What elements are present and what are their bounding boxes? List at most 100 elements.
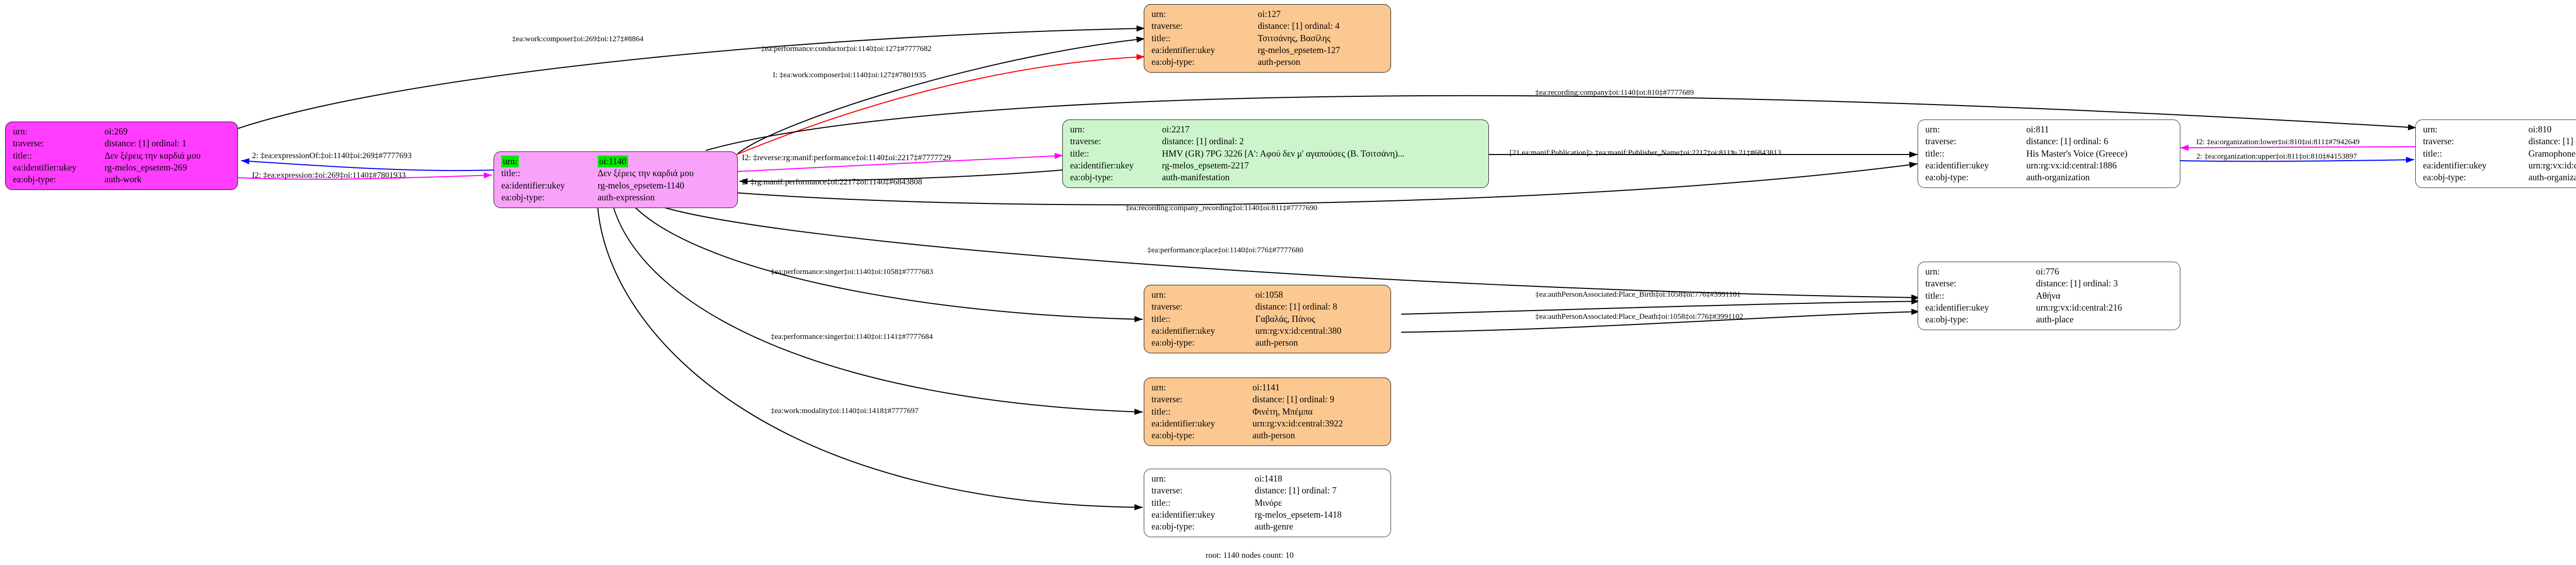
row-key: urn: <box>13 126 28 136</box>
node-row: urn:oi:1418 <box>1150 473 1385 485</box>
row-value: distance: [1] ordinal: 2 <box>1162 136 1244 147</box>
node-oi810[interactable]: urn: oi:810 traverse: distance: [1] ordina… <box>2415 119 2576 189</box>
row-value: auth-expression <box>597 192 655 202</box>
edge-label-expression: I2: ‡ea:expression:‡oi:269‡oi:1140‡#7801… <box>252 171 406 180</box>
row-key: ea:obj-type: <box>1925 314 1969 325</box>
node-oi127[interactable]: urn: oi:127 traverse:distance: [1] ordina… <box>1144 4 1391 73</box>
node-oi1058[interactable]: urn:oi:1058 traverse:distance: [1] ordin… <box>1144 285 1391 354</box>
node-row: title::Φινέτη, Μπέμπα <box>1150 406 1385 418</box>
row-value: urn:rg:vx:id:central:1886 <box>2026 160 2117 170</box>
node-row: title::Τσιτσάνης, Βασίλης <box>1150 32 1385 44</box>
node-row: ea:obj-type:auth-expression <box>500 192 732 203</box>
row-value: auth-work <box>104 174 142 185</box>
row-value: distance: [1] ordinal: 1 <box>104 138 187 149</box>
edge-label-performance-singer-1058: ‡ea:performance:singer‡oi:1140‡oi:1058‡#… <box>771 268 934 276</box>
edge-label-publisher-name: [21 ea:manif:Publication]> ‡ea:manif:Pub… <box>1510 149 1782 157</box>
node-row: urn: oi:127 <box>1150 8 1385 20</box>
row-key: traverse: <box>2423 136 2454 147</box>
node-oi1140[interactable]: urn:oi:1140 title::Δεν ξέρεις την καρδιά… <box>494 151 738 209</box>
row-key: urn: <box>1151 9 1166 19</box>
row-value: oi:1418 <box>1255 473 1282 484</box>
node-row: ea:obj-type:auth-organization <box>1924 172 2175 183</box>
row-key: traverse: <box>1151 301 1183 312</box>
row-value: rg-melos_epsetem-127 <box>1258 44 1341 55</box>
edge-label-performance-singer-1141: ‡ea:performance:singer‡oi:1140‡oi:1141‡#… <box>771 333 933 341</box>
node-row: ea:obj-type:auth-organization <box>2422 172 2576 183</box>
row-value: distance: [1] ordinal: 3 <box>2036 278 2118 289</box>
edge-label-death-place: ‡ea:authPersonAssociated:Place_Death‡oi:… <box>1535 313 1743 321</box>
row-value: auth-manifestation <box>1162 172 1230 183</box>
node-row: ea:obj-type: auth-work <box>12 174 232 185</box>
row-key: ea:obj-type: <box>1151 430 1195 441</box>
row-key: ea:obj-type: <box>1070 172 1113 183</box>
row-value: Φινέτη, Μπέμπα <box>1252 406 1313 417</box>
node-row: ea:obj-type: auth-manifestation <box>1069 172 1483 183</box>
edge-label-rg-manif-performance: 2: ‡rg:manif:performance‡oi:2217‡oi:1140… <box>742 178 922 186</box>
node-oi269[interactable]: urn: oi:269 traverse: distance: [1] ordina… <box>5 122 238 191</box>
row-value: distance: [1] ordinal: 5 <box>2528 136 2576 147</box>
node-row: title::Gramophone Co. Ltd. <box>2422 148 2576 160</box>
row-value: oi:127 <box>1258 9 1281 19</box>
node-row: urn:oi:1140 <box>500 156 732 168</box>
node-row: traverse:distance: [1] ordinal: 4 <box>1150 20 1385 32</box>
node-row: ea:obj-type:auth-person <box>1150 337 1385 349</box>
row-key: urn: <box>1151 382 1166 392</box>
row-value: His Master's Voice (Greece) <box>2026 148 2128 159</box>
row-value: urn:rg:vx:id:central:216 <box>2036 302 2122 313</box>
row-value: auth-organization <box>2026 172 2090 183</box>
node-oi1141[interactable]: urn:oi:1141 traverse:distance: [1] ordin… <box>1144 378 1391 447</box>
row-value: rg-melos_epsetem-1140 <box>597 180 685 191</box>
row-key: title:: <box>501 168 520 179</box>
edge-label-performance-conductor: ‡ea:performance:conductor‡oi:1140‡oi:127… <box>761 45 932 53</box>
row-key: traverse: <box>1151 485 1183 496</box>
node-row: traverse: distance: [1] ordinal: 2 <box>1069 135 1483 147</box>
row-value: auth-person <box>1252 430 1295 441</box>
node-row: urn:oi:811 <box>1924 124 2175 135</box>
row-key: traverse: <box>1925 136 1957 147</box>
row-value: oi:269 <box>104 126 128 136</box>
node-row: ea:obj-type: auth-place <box>1924 314 2175 326</box>
row-value: Αθήνα <box>2036 290 2061 301</box>
node-row: traverse:distance: [1] ordinal: 9 <box>1150 393 1385 405</box>
row-key: ea:obj-type: <box>13 174 56 185</box>
row-value: Γαβαλάς, Πάνος <box>1255 313 1315 324</box>
edge-label-recording-company-recording: ‡ea:recording:company_recording‡oi:1140‡… <box>1126 204 1318 212</box>
row-value: urn:rg:vx:id:central:380 <box>1255 325 1342 336</box>
row-value: oi:810 <box>2528 124 2552 134</box>
row-value: Δεν ξέρεις την καρδιά μου <box>104 150 201 161</box>
edge-label-work-composer-269: ‡ea:work:composer‡oi:269‡oi:127‡#8864 <box>512 35 643 43</box>
row-value: auth-organization <box>2528 172 2576 183</box>
node-row: traverse: distance: [1] ordinal: 5 <box>2422 135 2576 147</box>
node-row: traverse:distance: [1] ordinal: 7 <box>1150 485 1385 496</box>
row-value: oi:1140 <box>597 156 732 168</box>
node-oi776[interactable]: urn:oi:776 traverse:distance: [1] ordina… <box>1918 262 2180 331</box>
row-value: distance: [1] ordinal: 9 <box>1252 394 1334 405</box>
edge-label-birth-place: ‡ea:authPersonAssociated:Place_Birth‡oi:… <box>1535 290 1741 299</box>
row-value: rg-melos_epsetem-1418 <box>1255 509 1342 520</box>
node-oi811[interactable]: urn:oi:811 traverse: distance: [1] ordina… <box>1918 119 2180 189</box>
node-row: urn:oi:776 <box>1924 266 2175 278</box>
row-value: rg-melos_epsetem-2217 <box>1162 160 1249 170</box>
edge-label-work-composer-1140: I: ‡ea:work:composer‡oi:1140‡oi:127‡#780… <box>773 71 926 79</box>
node-oi1418[interactable]: urn:oi:1418 traverse:distance: [1] ordin… <box>1144 469 1391 538</box>
node-oi2217[interactable]: urn:oi:2217 traverse:distance: [1] ordin… <box>1062 119 1489 189</box>
row-key: traverse: <box>13 138 44 149</box>
row-key: urn: <box>2423 124 2438 134</box>
row-value: oi:2217 <box>1162 124 1190 134</box>
row-key: title:: <box>1151 497 1171 508</box>
row-value: auth-place <box>2036 314 2074 325</box>
row-key: ea:identifier:ukey <box>1925 302 1989 313</box>
row-key: traverse: <box>1070 136 1101 147</box>
edge-label-recording-company-810: ‡ea:recording:company‡oi:1140‡oi:810‡#77… <box>1535 89 1694 97</box>
node-row: ea:identifier:ukeyurn:rg:vx:id:central:1… <box>2422 160 2576 172</box>
row-key: ea:obj-type: <box>1151 337 1195 348</box>
row-key: urn: <box>1151 289 1166 300</box>
row-key: ea:obj-type: <box>1151 521 1195 532</box>
node-row: traverse: distance: [1] ordinal: 1 <box>12 138 232 149</box>
row-key: ea:identifier:ukey <box>1925 160 1989 170</box>
row-value: distance: [1] ordinal: 6 <box>2026 136 2108 147</box>
node-row: title::Δεν ξέρεις την καρδιά μου <box>12 150 232 162</box>
